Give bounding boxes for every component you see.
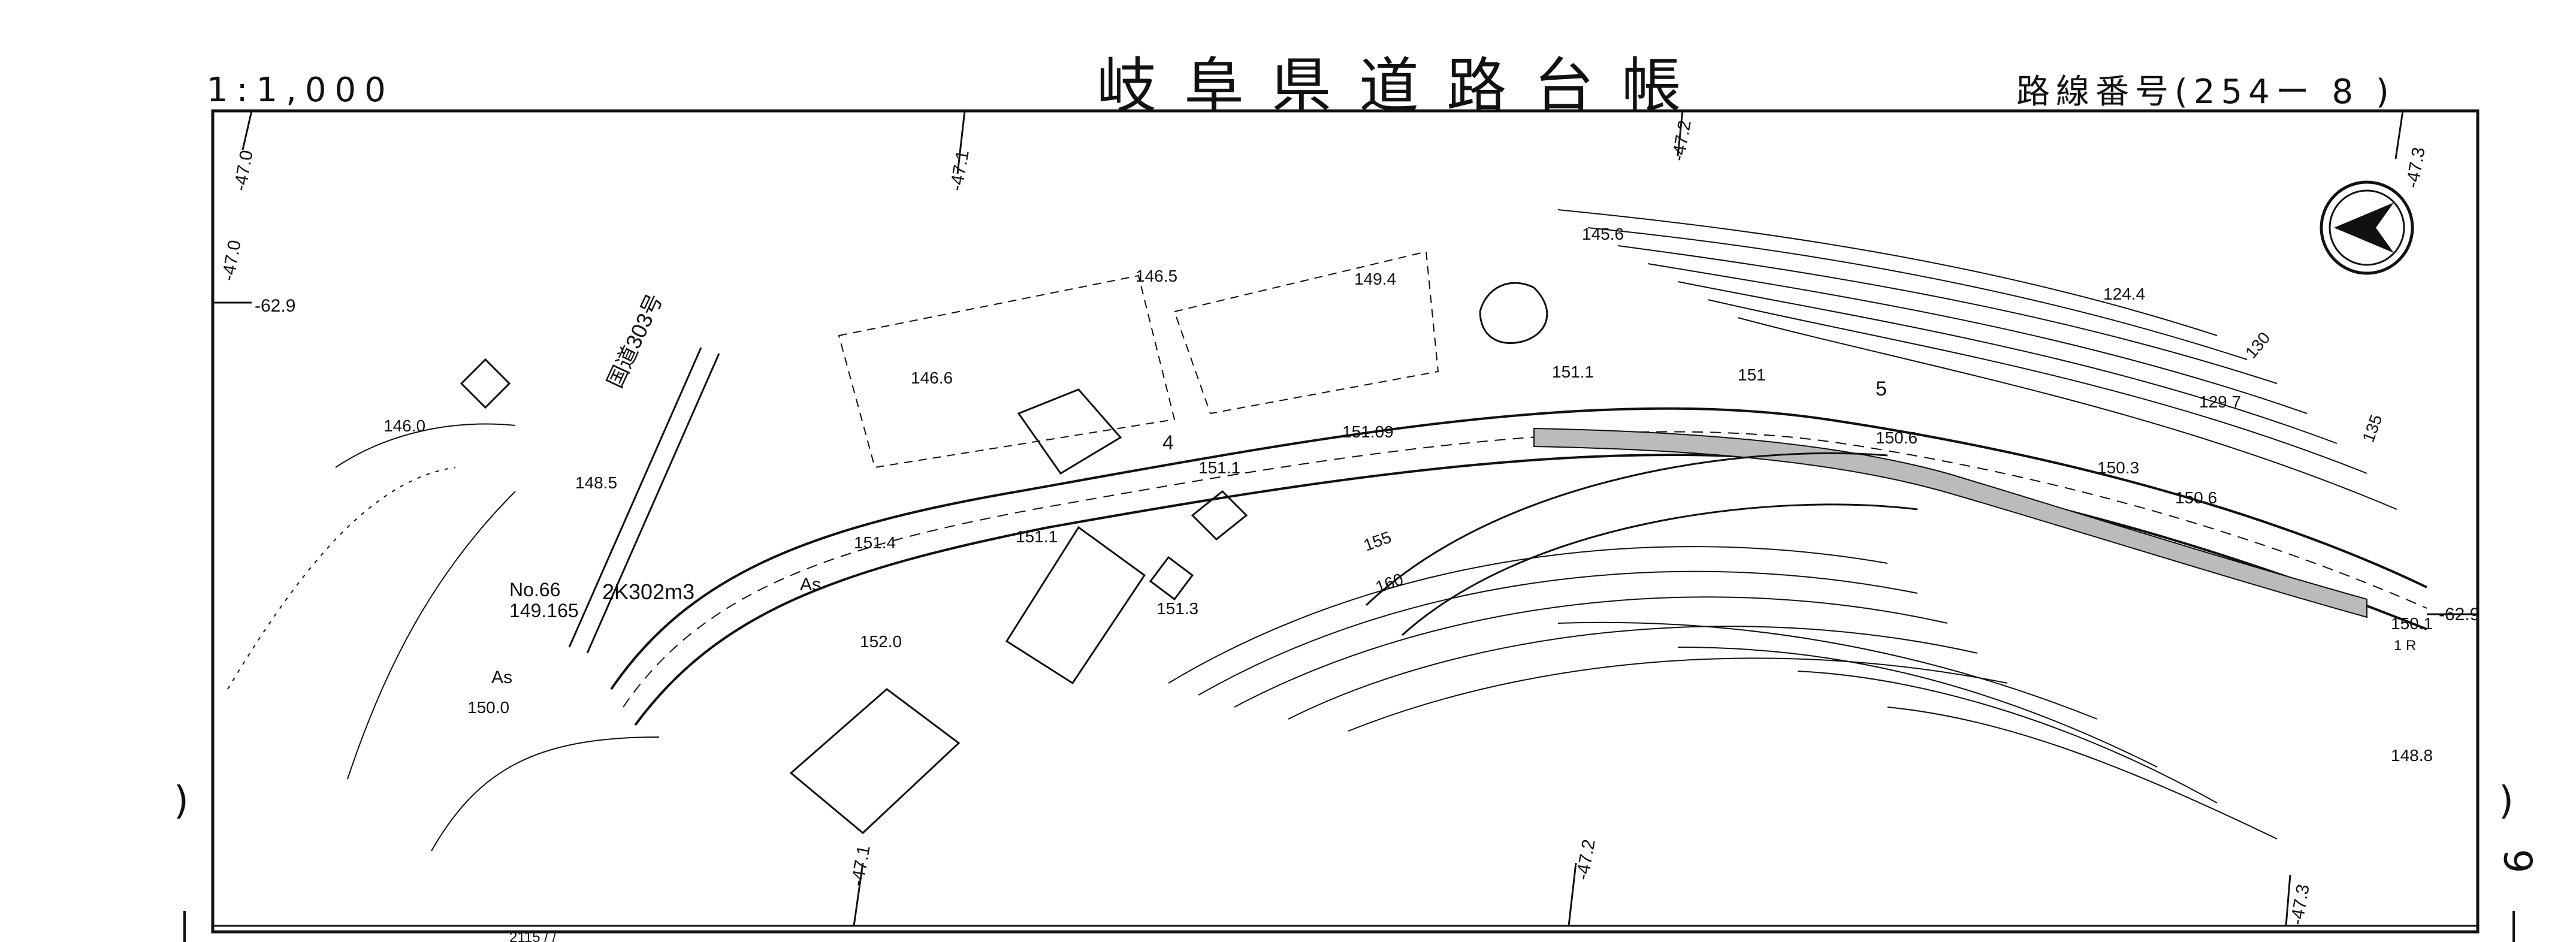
grid-label-top-4: -47.3 [2402, 146, 2429, 189]
grid-label-top-2: -47.1 [946, 149, 973, 192]
grid-label-bottom-3: -47.3 [2287, 883, 2313, 926]
spot-height: 150.6 [1876, 428, 1917, 447]
spot-heights: 146.0 148.5 146.6 146.5 149.4 145.6 151.… [383, 225, 2433, 765]
map-scale: 1:1,000 [207, 71, 394, 110]
chainage-label: 2K302m3 [602, 579, 694, 604]
spot-height: 151.3 [1156, 599, 1198, 618]
spot-height: 148.5 [575, 473, 617, 492]
grid-label-left-2: -62.9 [255, 296, 295, 316]
spot-height: 151.1 [1552, 363, 1594, 381]
parcel-number: 4 [1162, 431, 1174, 454]
map-frame [211, 109, 2480, 934]
slope-lines-south [1168, 546, 2278, 840]
spot-height: 129.7 [2199, 393, 2241, 411]
surface-label: As [800, 575, 821, 594]
spot-height: 150.0 [467, 698, 509, 717]
spot-height: 146.5 [1136, 267, 1177, 285]
west-curbs [227, 423, 660, 852]
spot-height: 152.0 [860, 632, 902, 651]
spot-height: 151.09 [1342, 422, 1394, 441]
spot-height: 148.8 [2391, 746, 2433, 765]
slope-lines-north [1557, 209, 2397, 510]
right-bracket: ) [2499, 779, 2514, 823]
route-number: 路線番号(254ー 8 ) [2016, 73, 2395, 111]
main-road [610, 407, 2427, 726]
spot-height: 149.4 [1354, 270, 1396, 288]
left-bracket: ) [174, 779, 189, 823]
grid-label-bottom-1: -47.1 [847, 844, 874, 887]
north-arrow-icon [2320, 180, 2414, 275]
spot-height: 151.1 [1198, 458, 1240, 477]
grid-label-top-3: -47.2 [1668, 119, 1695, 162]
bottom-note: 2115 / / [509, 929, 557, 942]
grid-label-top-1: -47.0 [230, 149, 256, 192]
grid-ticks [213, 110, 2478, 926]
map-annotations: 国道303号 No.66 149.165 2K302m3 As As 4 5 1… [491, 290, 2416, 942]
surface-label: As [491, 668, 512, 687]
spot-height: 130 [2242, 328, 2274, 362]
national-route-303 [568, 347, 720, 654]
spot-height: 150.3 [2097, 458, 2139, 477]
grid-label-bottom-2: -47.2 [1572, 838, 1599, 881]
contour-label: 155 [1361, 528, 1394, 555]
grid-labels: -47.0 -47.1 -47.2 -47.3 -47.0 -62.9 -62.… [218, 119, 2480, 926]
grid-label-left-1: -47.0 [218, 238, 244, 282]
contour-label: 160 [1373, 570, 1406, 597]
spot-height: 150.6 [2175, 488, 2217, 507]
spot-height: 146.0 [383, 416, 425, 435]
retaining-wall [1533, 427, 2367, 618]
spot-height: 151.4 [854, 533, 896, 552]
station-elevation: 149.165 [509, 600, 579, 621]
structure-label: 1 R [2394, 638, 2416, 654]
station-label: No.66 [509, 579, 560, 600]
spot-height: 151 [1738, 366, 1766, 384]
spot-height: 145.6 [1582, 225, 1624, 243]
spot-height: 146.6 [911, 369, 953, 387]
buildings [460, 358, 1248, 835]
spot-height: 124.4 [2103, 285, 2145, 303]
parcels [838, 250, 1439, 469]
spot-height: 151.1 [1016, 527, 1058, 546]
road-name-label: 国道303号 [602, 290, 667, 392]
spot-height: 150.1 [2391, 614, 2433, 633]
parcel-number: 5 [1876, 378, 1887, 400]
grid-label-right-1: -62.9 [2439, 605, 2480, 624]
contour-lines [1365, 282, 1918, 636]
spot-height: 135 [2359, 412, 2386, 445]
